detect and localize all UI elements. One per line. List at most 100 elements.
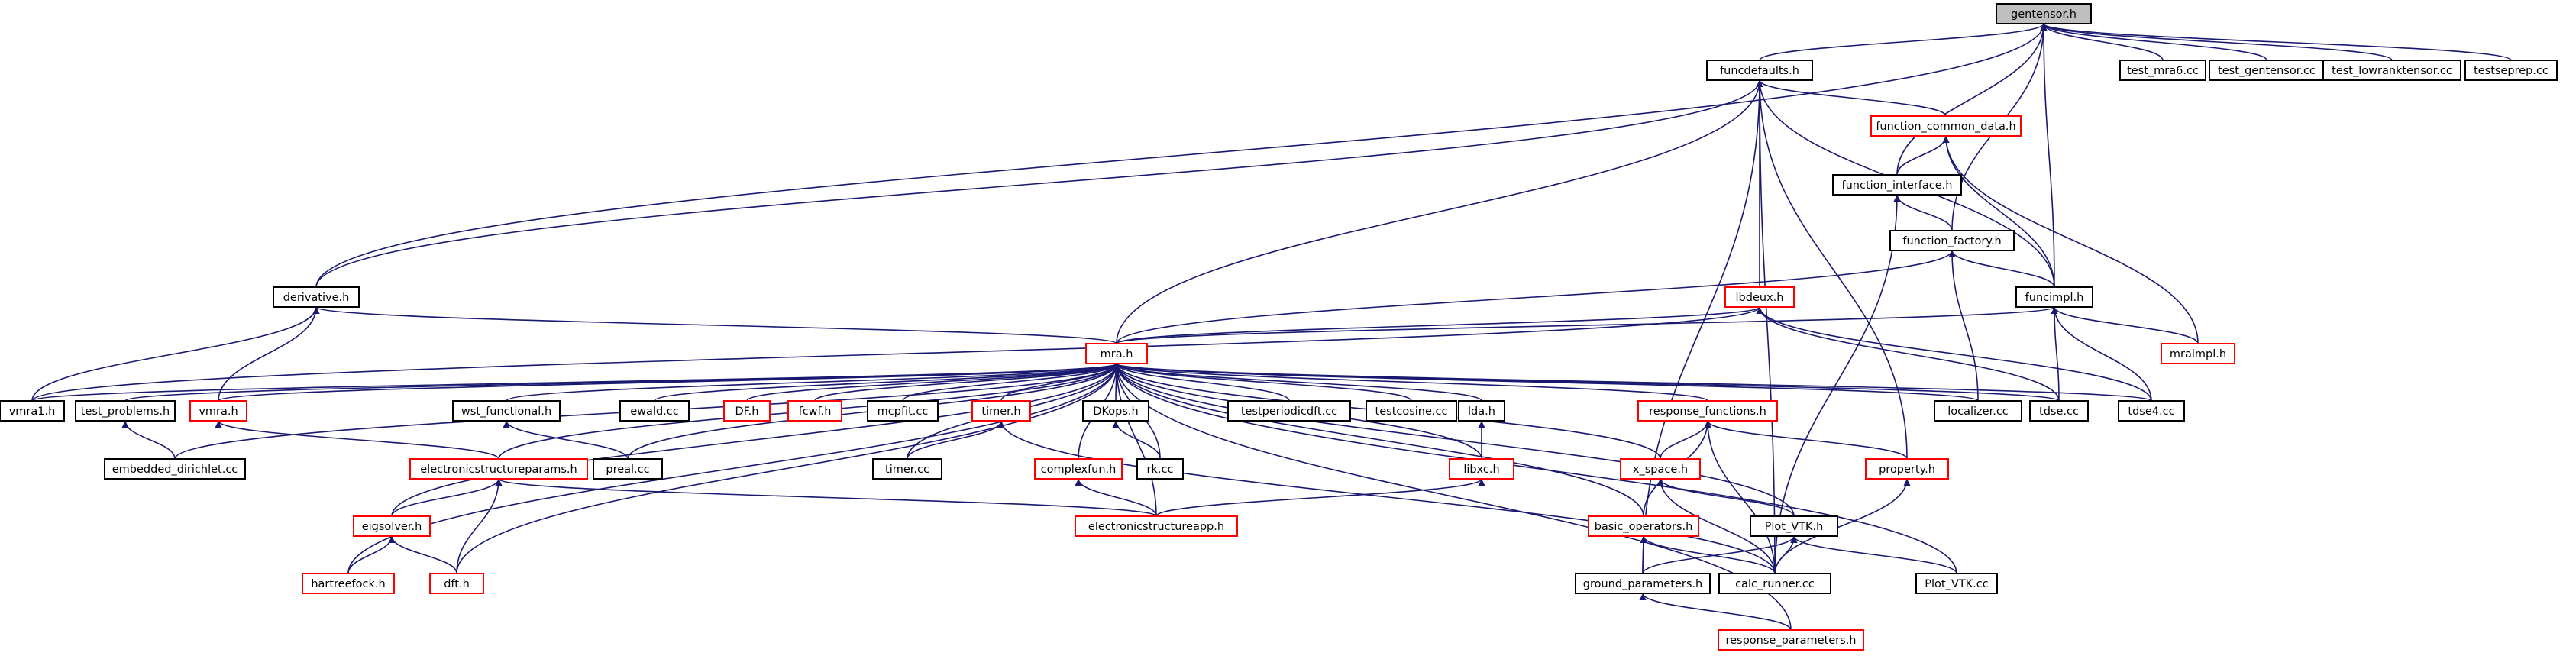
node-label: x_space.h xyxy=(1633,464,1688,476)
node-calc_runner[interactable]: calc_runner.cc xyxy=(1718,573,1831,594)
edge-Plot_VTK_h-to-mra xyxy=(1113,363,1795,517)
node-label: preal.cc xyxy=(606,464,649,476)
node-Plot_VTK_h[interactable]: Plot_VTK.h xyxy=(1750,515,1838,537)
node-basic_operators[interactable]: basic_operators.h xyxy=(1588,515,1699,537)
edge-dft-to-mra xyxy=(456,363,1120,574)
node-DF[interactable]: DF.h xyxy=(723,400,771,422)
node-box xyxy=(867,400,939,422)
node-Plot_VTK_cc[interactable]: Plot_VTK.cc xyxy=(1915,573,1998,594)
node-label: calc_runner.cc xyxy=(1735,578,1815,590)
node-label: test_mra6.cc xyxy=(2127,65,2199,77)
node-lbdeux[interactable]: lbdeux.h xyxy=(1724,286,1795,308)
node-derivative[interactable]: derivative.h xyxy=(273,286,360,308)
node-box xyxy=(1718,573,1831,594)
node-box xyxy=(1934,400,2022,422)
node-test_lowranktensor[interactable]: test_lowranktensor.cc xyxy=(2322,60,2461,81)
node-preal[interactable]: preal.cc xyxy=(593,458,663,480)
node-embedded_dirichlet[interactable]: embedded_dirichlet.cc xyxy=(104,458,246,480)
node-box xyxy=(1996,3,2092,24)
node-response_functions[interactable]: response_functions.h xyxy=(1637,400,1778,422)
edge-function_interface-to-gentensor xyxy=(1896,23,2048,176)
edge-property-to-response_functions xyxy=(1704,420,1908,460)
node-electronicstructureapp[interactable]: electronicstructureapp.h xyxy=(1075,515,1238,537)
node-label: test_lowranktensor.cc xyxy=(2332,65,2452,77)
node-DKops[interactable]: DKops.h xyxy=(1082,400,1149,422)
edge-Plot_VTK_cc-to-Plot_VTK_h xyxy=(1790,535,1957,574)
node-gentensor[interactable]: gentensor.h xyxy=(1996,3,2092,24)
node-x_space[interactable]: x_space.h xyxy=(1620,458,1701,480)
node-label: libxc.h xyxy=(1463,464,1499,476)
node-test_problems[interactable]: test_problems.h xyxy=(75,400,176,422)
node-box xyxy=(302,573,395,594)
node-box xyxy=(2161,343,2235,364)
edge-tdse4-to-lbdeux xyxy=(1756,306,2152,402)
node-mcpfit[interactable]: mcpfit.cc xyxy=(867,400,939,422)
node-rk[interactable]: rk.cc xyxy=(1136,458,1184,480)
node-function_interface[interactable]: function_interface.h xyxy=(1832,174,1962,196)
node-label: response_parameters.h xyxy=(1725,635,1856,647)
node-box xyxy=(1750,515,1838,537)
node-testcosine[interactable]: testcosine.cc xyxy=(1366,400,1457,422)
node-box xyxy=(273,286,360,308)
edge-tdse-to-lbdeux xyxy=(1756,306,2060,402)
node-libxc[interactable]: libxc.h xyxy=(1449,458,1514,480)
edge-basic_operators-to-mra xyxy=(1113,363,1644,517)
node-function_factory[interactable]: function_factory.h xyxy=(1889,230,2015,251)
node-testperiodicdft[interactable]: testperiodicdft.cc xyxy=(1227,400,1351,422)
node-tdse[interactable]: tdse.cc xyxy=(2029,400,2089,422)
node-funcimpl[interactable]: funcimpl.h xyxy=(2015,286,2093,308)
node-testseprep[interactable]: testseprep.cc xyxy=(2464,60,2558,81)
edge-funcimpl-to-gentensor xyxy=(2040,23,2055,288)
node-label: wst_functional.h xyxy=(461,406,551,418)
edge-electronicstructureapp-to-mra xyxy=(1113,363,1157,517)
node-label: eigsolver.h xyxy=(362,521,422,533)
node-timer_h[interactable]: timer.h xyxy=(971,400,1031,422)
node-timer_cc[interactable]: timer.cc xyxy=(872,458,942,480)
node-box xyxy=(353,515,431,537)
node-label: funcimpl.h xyxy=(2025,292,2084,304)
node-label: localizer.cc xyxy=(1947,406,2009,418)
node-box xyxy=(2119,60,2206,81)
node-vmra1[interactable]: vmra1.h xyxy=(0,400,65,422)
edge-eigsolver-to-electronicstructureparams xyxy=(391,478,503,517)
node-hartreefock[interactable]: hartreefock.h xyxy=(302,573,395,594)
node-response_parameters[interactable]: response_parameters.h xyxy=(1718,629,1864,651)
node-mraimpl[interactable]: mraimpl.h xyxy=(2161,343,2235,364)
edge-test_lowranktensor-to-gentensor xyxy=(2040,23,2393,61)
node-label: testcosine.cc xyxy=(1375,406,1448,418)
edge-mra-to-funcimpl xyxy=(1116,306,2057,344)
node-label: vmra1.h xyxy=(9,406,56,418)
edge-mra-to-funcdefaults xyxy=(1116,79,1763,344)
node-property[interactable]: property.h xyxy=(1865,458,1949,480)
node-localizer[interactable]: localizer.cc xyxy=(1934,400,2022,422)
node-fcwf[interactable]: fcwf.h xyxy=(787,400,842,422)
node-funcdefaults[interactable]: funcdefaults.h xyxy=(1706,60,1813,81)
node-wst_functional[interactable]: wst_functional.h xyxy=(452,400,561,422)
node-box xyxy=(429,573,484,594)
edge-ewald-to-mra xyxy=(654,363,1120,402)
edge-mra-to-lbdeux xyxy=(1116,306,1763,344)
node-eigsolver[interactable]: eigsolver.h xyxy=(353,515,431,537)
node-tdse4[interactable]: tdse4.cc xyxy=(2118,400,2185,422)
node-electronicstructureparams[interactable]: electronicstructureparams.h xyxy=(409,458,588,480)
edge-hartreefock-to-eigsolver xyxy=(347,535,396,574)
node-label: vmra.h xyxy=(199,406,238,418)
node-box xyxy=(1588,515,1699,537)
node-box xyxy=(2015,286,2093,308)
node-mra[interactable]: mra.h xyxy=(1085,343,1148,364)
node-dft[interactable]: dft.h xyxy=(429,573,484,594)
node-ground_parameters[interactable]: ground_parameters.h xyxy=(1575,573,1711,594)
edge-fcwf-to-mra xyxy=(814,363,1120,402)
node-complexfun[interactable]: complexfun.h xyxy=(1034,458,1123,480)
node-test_gentensor[interactable]: test_gentensor.cc xyxy=(2209,60,2325,81)
node-ewald[interactable]: ewald.cc xyxy=(619,400,690,422)
node-lda[interactable]: lda.h xyxy=(1458,400,1505,422)
node-test_mra6[interactable]: test_mra6.cc xyxy=(2119,60,2206,81)
node-function_common_data[interactable]: function_common_data.h xyxy=(1870,115,2022,137)
edge-vmra1-to-mra xyxy=(31,363,1120,402)
node-label: ewald.cc xyxy=(630,406,678,418)
node-box xyxy=(1889,230,2015,251)
edge-funcdefaults-to-gentensor xyxy=(1759,23,2048,61)
edge-calc_runner-to-funcdefaults xyxy=(1756,79,1776,574)
node-vmra[interactable]: vmra.h xyxy=(189,400,247,422)
